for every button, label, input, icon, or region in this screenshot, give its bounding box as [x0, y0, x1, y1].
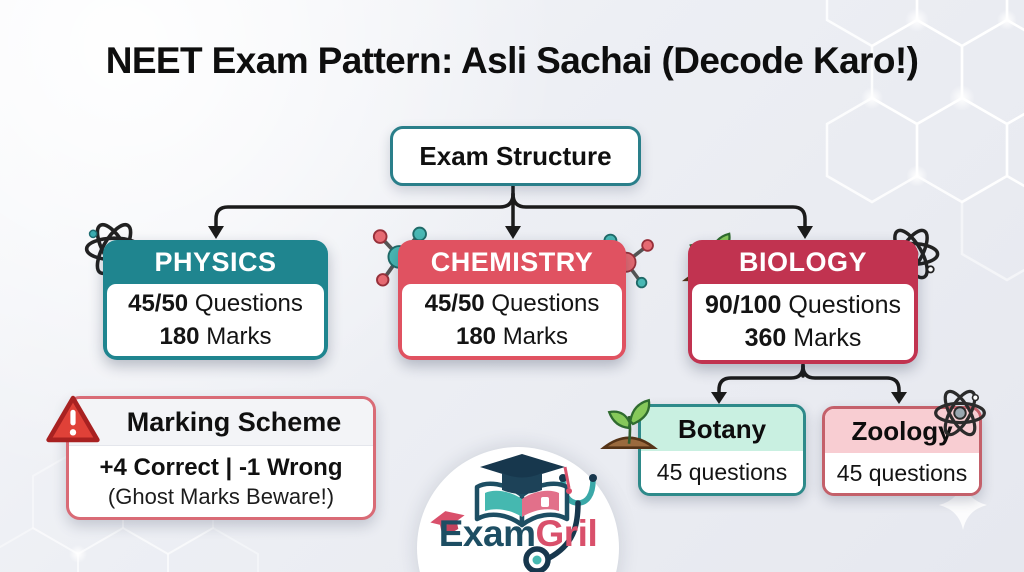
examgril-logo: ExamGril	[417, 447, 619, 572]
physics-marks-value: 180	[159, 323, 200, 350]
botany-sprout-icon	[600, 398, 658, 450]
biology-card-header: BIOLOGY	[688, 240, 918, 284]
chemistry-title: CHEMISTRY	[430, 246, 594, 277]
physics-card-body: 45/50 Questions 180 Marks	[107, 284, 324, 356]
biology-marks-value: 360	[744, 324, 787, 352]
physics-title: PHYSICS	[154, 246, 277, 277]
biology-questions-label: Questions	[788, 291, 901, 319]
marking-scheme-card: Marking Scheme +4 Correct | -1 Wrong (Gh…	[66, 396, 376, 520]
graduation-cap-book-stethoscope-icon	[430, 454, 597, 572]
botany-card-header: Botany	[641, 407, 803, 451]
zoology-title: Zoology	[851, 415, 953, 446]
marking-scheme-heading: Marking Scheme	[69, 399, 373, 446]
biology-card: BIOLOGY 90/100 Questions 360 Marks	[688, 240, 918, 364]
marking-note: (Ghost Marks Beware!)	[107, 484, 335, 509]
physics-card: PHYSICS 45/50 Questions 180 Marks	[103, 240, 328, 360]
physics-questions-label: Questions	[194, 290, 303, 317]
chemistry-card-header: CHEMISTRY	[398, 240, 626, 284]
physics-marks-line: 180 Marks	[159, 320, 271, 353]
biology-marks-line: 360 Marks	[745, 322, 862, 355]
chemistry-questions-label: Questions	[491, 290, 600, 317]
chemistry-questions-value: 45/50	[424, 290, 485, 317]
warning-triangle-icon	[46, 395, 100, 443]
biology-marks-label: Marks	[793, 324, 862, 352]
chemistry-marks-line: 180 Marks	[456, 320, 568, 353]
logo-text-gril: Gril	[535, 513, 598, 554]
biology-questions-line: 90/100 Questions	[705, 289, 901, 322]
physics-card-header: PHYSICS	[103, 240, 328, 284]
zoology-atom-icon	[934, 389, 986, 437]
chemistry-card: CHEMISTRY 45/50 Questions 180 Marks	[398, 240, 626, 360]
marking-rule: +4 Correct | -1 Wrong	[99, 454, 343, 481]
sparkle-icon	[939, 480, 987, 530]
physics-marks-label: Marks	[206, 323, 272, 350]
botany-title: Botany	[677, 413, 767, 444]
marking-scheme-body: +4 Correct | -1 Wrong (Ghost Marks Bewar…	[69, 446, 373, 517]
biology-title: BIOLOGY	[738, 246, 867, 277]
page-title: NEET Exam Pattern: Asli Sachai (Decode K…	[105, 40, 919, 81]
botany-card: Botany 45 questions	[638, 404, 806, 496]
logo-text-exam: Exam	[438, 513, 536, 554]
exam-structure-label: Exam Structure	[419, 140, 612, 171]
physics-questions-line: 45/50 Questions	[128, 287, 303, 320]
logo-wordmark: ExamGril	[417, 513, 619, 555]
zoology-detail: 45 questions	[825, 453, 979, 493]
chemistry-marks-label: Marks	[502, 323, 569, 350]
zoology-card-header: Zoology	[825, 409, 979, 453]
chemistry-card-body: 45/50 Questions 180 Marks	[402, 284, 622, 356]
exam-structure-node: Exam Structure	[390, 126, 641, 186]
chemistry-questions-line: 45/50 Questions	[425, 287, 600, 320]
physics-questions-value: 45/50	[128, 290, 189, 317]
biology-card-body: 90/100 Questions 360 Marks	[692, 284, 914, 360]
chemistry-marks-value: 180	[455, 323, 497, 350]
biology-questions-value: 90/100	[705, 291, 782, 319]
botany-detail: 45 questions	[641, 451, 803, 493]
